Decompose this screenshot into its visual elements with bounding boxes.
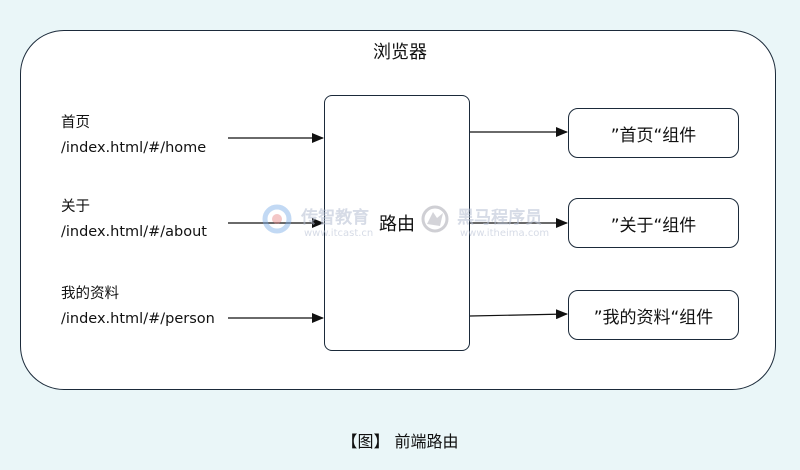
component-about-label: ”关于“组件	[610, 215, 697, 236]
figure-caption: 【图】 前端路由	[341, 432, 459, 451]
route-about-name: 关于	[61, 199, 90, 215]
route-home: 首页 /index.html/#/home	[61, 111, 206, 161]
route-home-path: /index.html/#/home	[61, 140, 207, 156]
router-label: 路由	[379, 214, 415, 235]
route-about: 关于 /index.html/#/about	[61, 195, 207, 245]
component-about: ”关于“组件	[568, 198, 739, 248]
component-person-label: ”我的资料“组件	[593, 307, 714, 328]
route-person-name: 我的资料	[61, 286, 119, 302]
route-person-path: /index.html/#/person	[61, 311, 215, 327]
route-person: 我的资料 /index.html/#/person	[61, 282, 215, 332]
component-home: ”首页“组件	[568, 108, 739, 158]
route-about-path: /index.html/#/about	[61, 224, 207, 240]
component-person: ”我的资料“组件	[568, 290, 739, 340]
browser-title: 浏览器	[373, 42, 427, 63]
component-home-label: ”首页“组件	[610, 125, 697, 146]
router-box: 路由	[324, 95, 470, 351]
route-home-name: 首页	[61, 115, 90, 131]
